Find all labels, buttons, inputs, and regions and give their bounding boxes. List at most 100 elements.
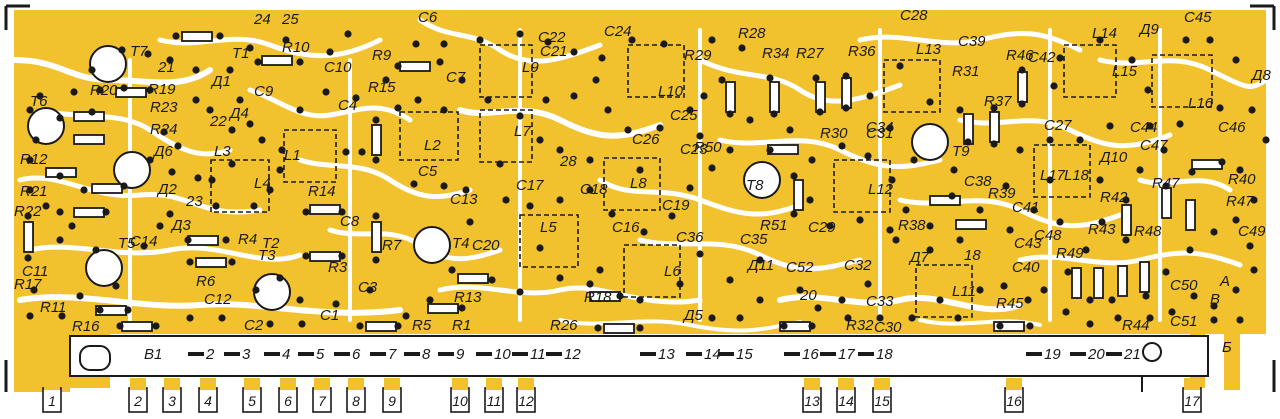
solder-pad-45 [372, 256, 380, 264]
connector-pin-finger-10 [486, 378, 502, 390]
solder-pad-176 [1146, 122, 1154, 130]
label-coils-7: L8 [630, 175, 647, 192]
connector-pin-label-11: 12 [518, 393, 534, 409]
solder-pad-158 [896, 62, 904, 70]
solder-pad-188 [598, 54, 606, 62]
label-transistors-5: T6 [30, 93, 48, 110]
label-resistors-0: R1 [452, 317, 471, 334]
solder-pad-201 [246, 44, 254, 52]
solder-pad-7 [254, 58, 262, 66]
solder-pad-39 [372, 156, 380, 164]
solder-pad-43 [338, 252, 346, 260]
solder-pad-186 [660, 40, 668, 48]
label-diodes-4: Д5 [682, 307, 704, 324]
label-transistors-7: T8 [746, 177, 764, 194]
solder-pad-27 [186, 258, 194, 266]
connector-pin-label-0: 1 [48, 393, 56, 409]
label-diodes-9: Д10 [1098, 149, 1128, 166]
solder-pad-191 [516, 30, 524, 38]
solder-pad-46 [410, 180, 418, 188]
label-capacitors-39: C42 [1028, 49, 1056, 66]
solder-pad-183 [886, 124, 894, 132]
solder-pad-232 [146, 156, 154, 164]
label-resistors-6: R9 [372, 47, 392, 64]
solder-pad-121 [888, 176, 896, 184]
solder-pad-128 [726, 146, 734, 154]
connector-pin-label-5: 6 [284, 393, 292, 409]
solder-pad-153 [812, 74, 820, 82]
connector-top-label-8: 9 [456, 346, 465, 363]
solder-pad-112 [1098, 218, 1106, 226]
connector-top-label-5: 6 [352, 346, 361, 363]
solder-pad-89 [864, 280, 872, 288]
solder-pad-170 [1144, 86, 1152, 94]
solder-pad-273 [796, 286, 804, 294]
solder-pad-98 [1086, 296, 1094, 304]
label-points-5: 24 [253, 11, 271, 28]
label-diodes-2: Д3 [170, 217, 192, 234]
solder-pad-233 [228, 160, 236, 168]
connector-pin-label-4: 5 [248, 393, 256, 409]
label-transistors-2: T3 [258, 247, 276, 264]
solder-pad-187 [628, 36, 636, 44]
label-coils-8: L9 [522, 59, 539, 76]
solder-pad-69 [366, 286, 374, 294]
label-coils-17: L18 [1064, 167, 1090, 184]
connector-pin-finger-2 [164, 378, 180, 390]
solder-pad-220 [156, 222, 164, 230]
label-resistors-22: R26 [550, 317, 578, 334]
solder-pad-260 [1236, 316, 1244, 324]
solder-pad-196 [394, 104, 402, 112]
connector-pin-label-10: 11 [487, 393, 502, 409]
solder-pad-99 [1108, 296, 1116, 304]
label-capacitors-41: C44 [1130, 119, 1158, 136]
solder-pad-166 [1050, 82, 1058, 90]
solder-pad-36 [342, 148, 350, 156]
label-diodes-10: Д11 [746, 257, 774, 274]
label-transistors-8: T9 [952, 143, 970, 160]
solder-pad-229 [236, 96, 244, 104]
label-resistors-30: R36 [848, 43, 876, 60]
solder-pad-123 [838, 142, 846, 150]
connector-pin-label-6: 7 [318, 393, 327, 409]
label-resistors-35: R42 [1100, 189, 1128, 206]
solder-pad-140 [516, 112, 524, 120]
solder-pad-254 [1246, 242, 1254, 250]
solder-pad-29 [168, 168, 176, 176]
label-capacitors-11: C12 [204, 291, 232, 308]
solder-pad-117 [976, 206, 984, 214]
solder-pad-104 [1232, 216, 1240, 224]
solder-pad-263 [1114, 314, 1122, 322]
connector-pin-label-14: 15 [874, 393, 890, 409]
solder-pad-242 [806, 196, 814, 204]
connector-top-label-0: В1 [144, 346, 162, 363]
solder-pad-265 [1062, 308, 1070, 316]
solder-pad-151 [766, 74, 774, 82]
connector-top-label-6: 7 [388, 346, 397, 363]
label-coils-15: L16 [1188, 95, 1214, 112]
label-capacitors-32: C34 [866, 119, 894, 136]
solder-pad-11 [436, 58, 444, 66]
solder-pad-119 [926, 222, 934, 230]
solder-pad-190 [544, 38, 552, 46]
connector-pin-finger-4 [244, 378, 260, 390]
solder-pad-236 [586, 156, 594, 164]
label-diodes-3: Д4 [228, 105, 249, 122]
solder-pad-79 [676, 280, 684, 288]
label-coils-11: L12 [868, 181, 894, 198]
label-resistors-38: R45 [996, 295, 1024, 312]
solder-pad-86 [780, 322, 788, 330]
solder-pads [24, 30, 1270, 332]
label-resistors-28: R32 [846, 317, 874, 334]
solder-pad-91 [926, 246, 934, 254]
label-points-4: 23 [185, 193, 203, 210]
solder-pad-169 [1128, 56, 1136, 64]
connector-pin-finger-12 [804, 378, 820, 390]
solder-pad-244 [856, 216, 864, 224]
label-capacitors-17: C19 [662, 197, 690, 214]
solder-pad-37 [358, 148, 366, 156]
connector-top-label-7: 8 [422, 346, 431, 363]
connector-pin-label-13: 14 [838, 393, 854, 409]
connector-top-label-2: 3 [242, 346, 251, 363]
